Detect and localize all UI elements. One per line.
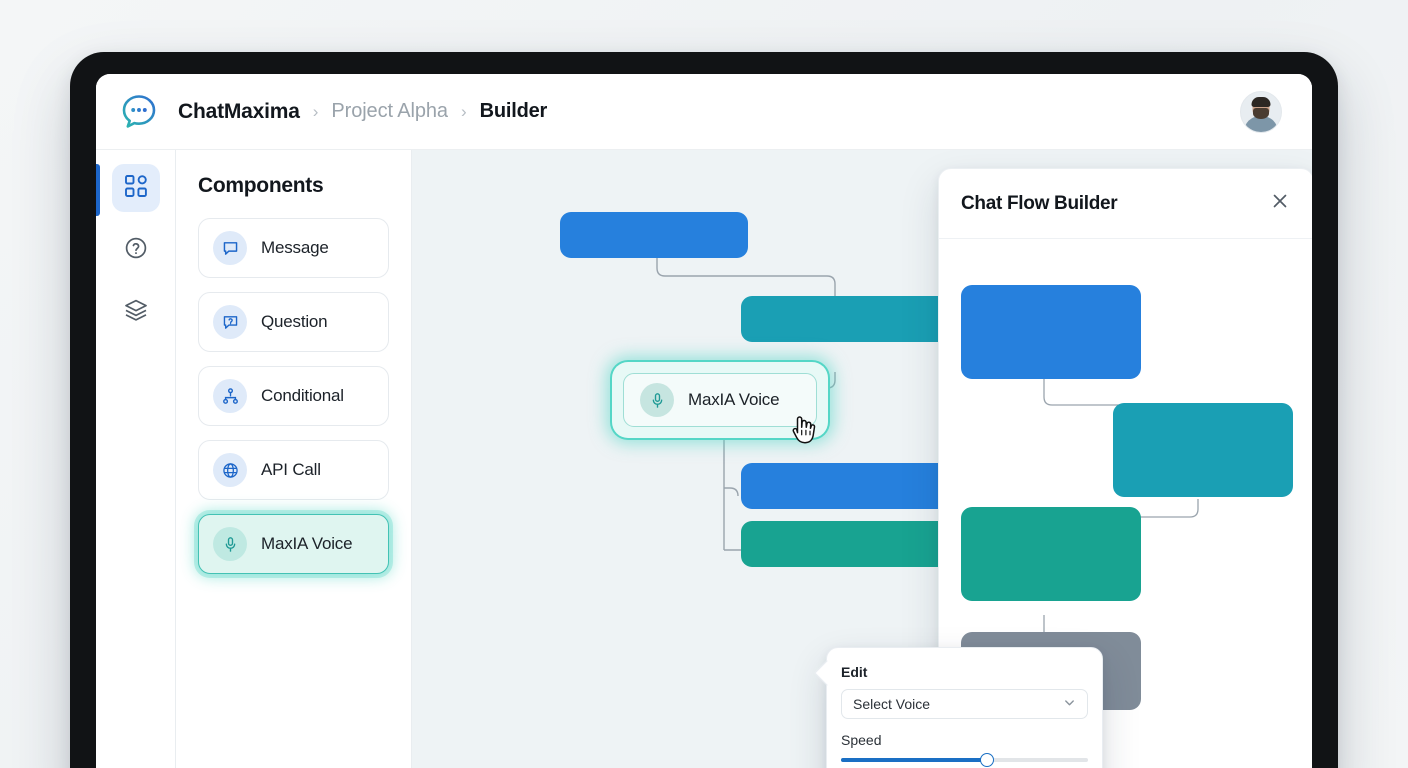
chevron-down-icon [1063, 696, 1076, 712]
rail-active-indicator [96, 164, 100, 216]
flow-panel-header: Chat Flow Builder [939, 169, 1312, 239]
question-bubble-icon [213, 305, 247, 339]
edit-popover: Edit Select Voice Speed [814, 647, 1103, 768]
popover-tail [814, 660, 840, 686]
canvas-node-card: MaxIA Voice [623, 373, 817, 427]
component-label: Conditional [261, 386, 344, 405]
component-item-api-call[interactable]: API Call [198, 440, 389, 500]
component-item-question[interactable]: Question [198, 292, 389, 352]
breadcrumb-item-project[interactable]: Project Alpha [331, 100, 448, 122]
flow-node-1[interactable] [961, 285, 1141, 379]
speed-slider-label: Speed [841, 732, 882, 748]
components-panel: Components Message [176, 150, 412, 768]
close-icon[interactable] [1269, 190, 1291, 217]
canvas-node-blue-top[interactable] [560, 212, 748, 258]
message-bubble-icon [213, 231, 247, 265]
device-screen: ChatMaxima › Project Alpha › Builder [96, 74, 1312, 768]
avatar-hair [1251, 96, 1271, 107]
branch-icon [213, 379, 247, 413]
grid-dashboard-icon [123, 173, 149, 204]
flow-node-2[interactable] [1113, 403, 1293, 497]
component-item-maxia-voice[interactable]: MaxIA Voice [198, 514, 389, 574]
icon-rail [96, 150, 176, 768]
layers-icon [123, 297, 149, 328]
chat-flow-builder-panel: Chat Flow Builder [938, 168, 1312, 768]
flow-panel-title: Chat Flow Builder [961, 192, 1118, 214]
microphone-icon [213, 527, 247, 561]
page-title: Components [198, 174, 324, 197]
rail-item-layers[interactable] [112, 288, 160, 336]
component-item-message[interactable]: Message [198, 218, 389, 278]
breadcrumb-separator: › [460, 102, 467, 121]
popover-title: Edit [841, 664, 868, 680]
breadcrumb: ChatMaxima › Project Alpha › Builder [178, 100, 547, 124]
flow-node-3[interactable] [961, 507, 1141, 601]
top-bar-right [1240, 90, 1282, 133]
voice-select-value: Select Voice [853, 696, 931, 712]
avatar-beard [1253, 107, 1269, 119]
microphone-icon [640, 383, 674, 417]
rail-item-dashboard[interactable] [111, 164, 160, 212]
component-label: MaxIA Voice [261, 534, 353, 553]
component-label: API Call [261, 460, 321, 479]
component-item-conditional[interactable]: Conditional [198, 366, 389, 426]
component-label: Message [261, 238, 329, 257]
device-frame: ChatMaxima › Project Alpha › Builder [70, 52, 1338, 768]
flow-canvas[interactable]: MaxIA Voice [412, 150, 1312, 768]
voice-select[interactable]: Select Voice [841, 689, 1088, 719]
breadcrumb-item-root[interactable]: ChatMaxima [178, 99, 300, 123]
help-circle-icon [123, 235, 149, 266]
slider-knob[interactable] [979, 753, 994, 767]
workspace: Components Message [96, 150, 1312, 768]
top-bar: ChatMaxima › Project Alpha › Builder [96, 74, 1312, 150]
avatar-body [1244, 115, 1278, 132]
globe-icon [213, 453, 247, 487]
breadcrumb-separator: › [312, 102, 319, 121]
speed-slider[interactable] [841, 753, 1088, 767]
breadcrumb-item-current[interactable]: Builder [479, 100, 548, 122]
canvas-node-maxia-voice[interactable]: MaxIA Voice [612, 362, 828, 438]
canvas-node-label: MaxIA Voice [688, 390, 780, 409]
avatar[interactable] [1240, 90, 1282, 133]
rail-item-help[interactable] [112, 226, 160, 274]
chat-bubble-dots-icon[interactable] [118, 91, 160, 133]
slider-fill [841, 758, 987, 762]
component-label: Question [261, 312, 328, 331]
